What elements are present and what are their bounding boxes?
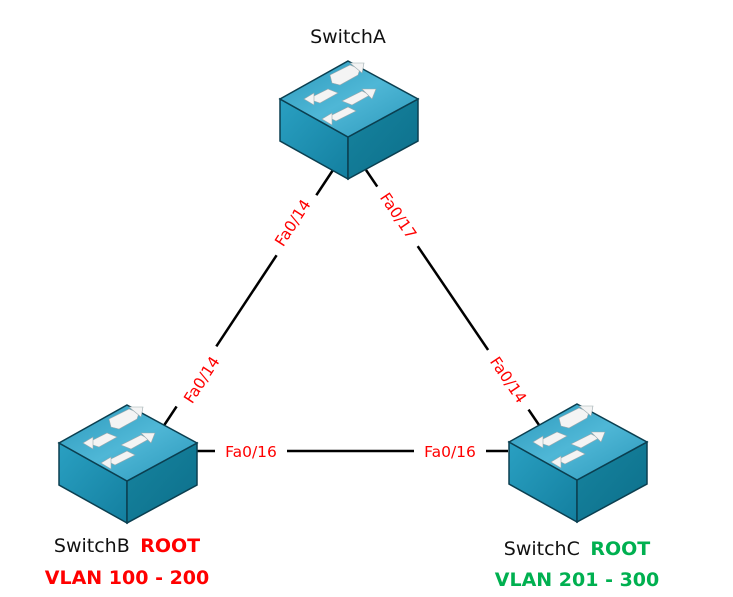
switch-b-label: SwitchB ROOT [54,535,200,557]
switch-c-label: SwitchC ROOT [504,538,650,560]
switch-icon [58,404,198,524]
port-label-b-c: Fa0/16 [225,443,277,461]
switch-b[interactable]: SwitchB ROOT VLAN 100 - 200 [45,404,209,589]
links [161,169,541,453]
switch-icon [279,60,419,180]
port-labels: Fa0/14 Fa0/14 Fa0/17 Fa0/14 Fa0/16 Fa0/1… [180,189,530,461]
switch-b-name: SwitchB [54,535,130,557]
switch-a-name: SwitchA [310,26,386,48]
switch-a[interactable]: SwitchA [279,26,419,180]
switch-c-name: SwitchC [504,538,580,560]
switch-b-root-badge: ROOT [140,535,200,557]
port-label-backgrounds [173,180,538,463]
switch-c-root-badge: ROOT [590,538,650,560]
switch-icon [508,403,648,523]
switch-c[interactable]: SwitchC ROOT VLAN 201 - 300 [495,403,659,591]
switch-b-vlan-range: VLAN 100 - 200 [45,567,209,589]
switch-c-vlan-range: VLAN 201 - 300 [495,569,659,591]
port-label-c-b: Fa0/16 [424,443,476,461]
